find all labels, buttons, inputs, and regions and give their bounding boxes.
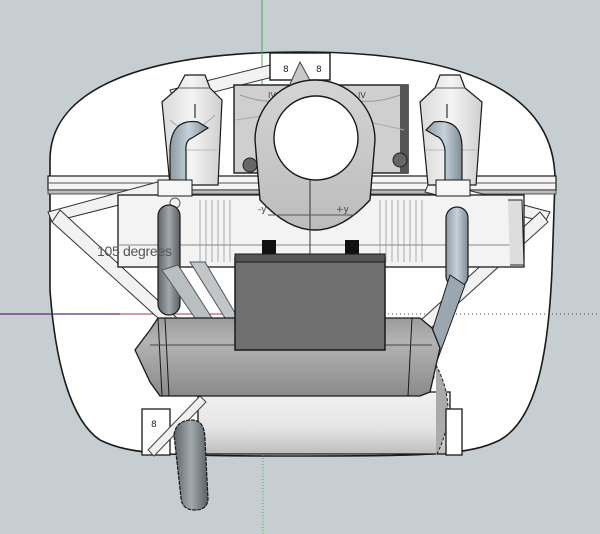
intake-pipe-right	[425, 120, 463, 196]
svg-text:IV: IV	[268, 91, 276, 100]
svg-text:8: 8	[316, 65, 322, 75]
intake-collar-right	[435, 179, 471, 197]
svg-text:-y: -y	[258, 205, 267, 215]
intake-pipe-left	[169, 120, 210, 196]
mount-bracket-left: 8	[141, 395, 207, 457]
svg-text:8: 8	[151, 420, 157, 430]
gearbox-block	[234, 257, 386, 351]
mount-bracket-top: 8 8	[269, 52, 331, 85]
svg-text:IV: IV	[358, 91, 366, 100]
fuel-tank	[197, 364, 451, 457]
crank-ring: -y +y	[254, 79, 376, 256]
exhaust-header-left	[157, 204, 239, 319]
svg-text:8: 8	[283, 65, 289, 75]
mount-bracket-right	[445, 408, 463, 456]
exhaust-tailpipe	[173, 419, 209, 511]
intake-collar-left	[157, 179, 193, 197]
svg-text:+y: +y	[336, 205, 350, 215]
